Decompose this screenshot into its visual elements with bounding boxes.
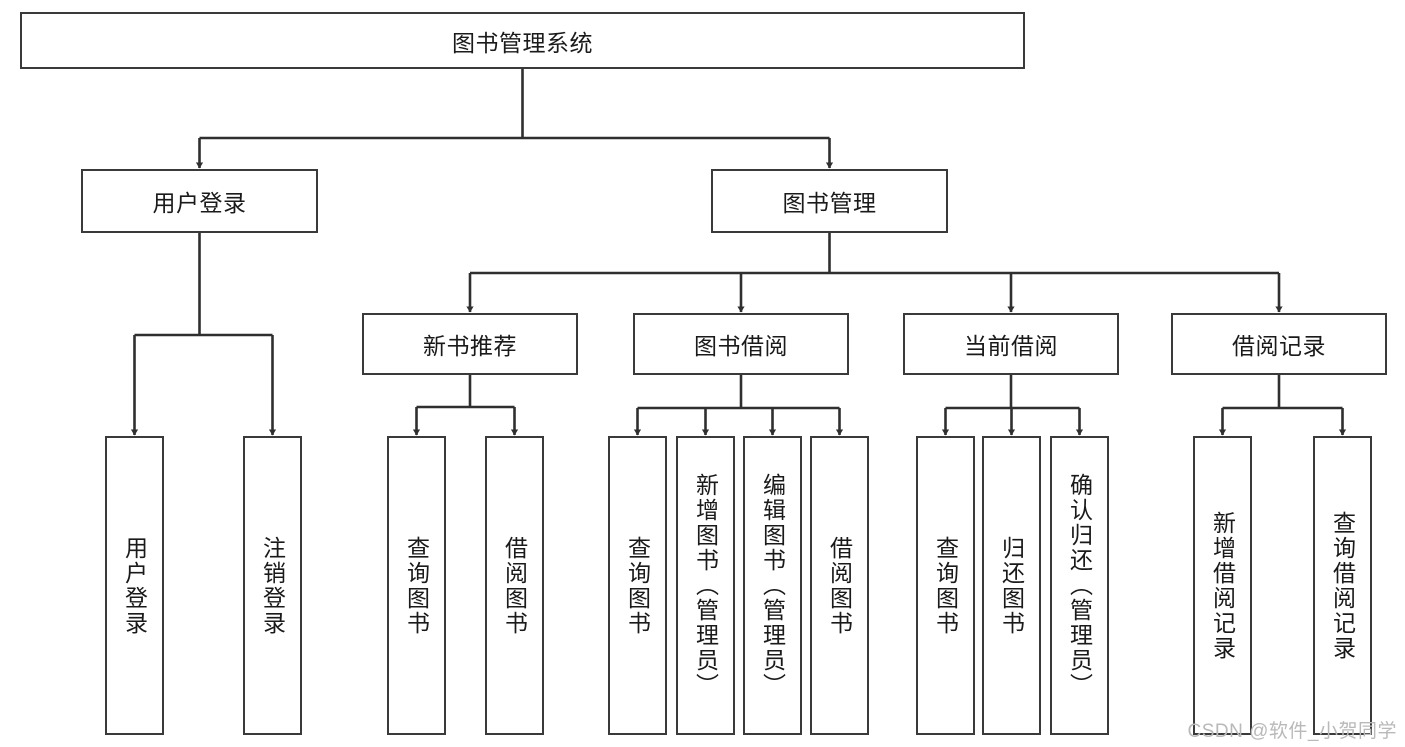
- node-label: 新书推荐: [423, 333, 517, 359]
- node-leaf-borrow-book-1[interactable]: 借阅图书: [485, 436, 544, 735]
- node-label: 用户登录: [121, 535, 148, 636]
- node-label: 查询图书: [624, 535, 651, 636]
- node-label: 新增图书（管理员）: [692, 473, 719, 698]
- node-new-book-rec[interactable]: 新书推荐: [362, 313, 578, 375]
- node-leaf-return-book[interactable]: 归还图书: [982, 436, 1041, 735]
- node-leaf-user-logout[interactable]: 注销登录: [243, 436, 302, 735]
- node-label: 图书管理系统: [452, 29, 593, 56]
- node-leaf-edit-book[interactable]: 编辑图书（管理员）: [743, 436, 802, 735]
- node-label: 借阅图书: [826, 535, 853, 636]
- node-label: 归还图书: [998, 535, 1025, 636]
- node-label: 编辑图书（管理员）: [759, 473, 786, 698]
- node-leaf-user-login[interactable]: 用户登录: [105, 436, 164, 735]
- node-leaf-query-book-3[interactable]: 查询图书: [916, 436, 975, 735]
- node-label: 图书借阅: [694, 333, 788, 359]
- node-label: 确认归还（管理员）: [1066, 473, 1093, 698]
- node-book-borrow[interactable]: 图书借阅: [633, 313, 849, 375]
- node-label: 借阅记录: [1232, 333, 1326, 359]
- node-root[interactable]: 图书管理系统: [20, 12, 1025, 69]
- node-book-manage[interactable]: 图书管理: [711, 169, 948, 233]
- node-leaf-query-book-2[interactable]: 查询图书: [608, 436, 667, 735]
- node-label: 借阅图书: [501, 535, 528, 636]
- node-label: 用户登录: [152, 190, 247, 216]
- node-leaf-borrow-book-2[interactable]: 借阅图书: [810, 436, 869, 735]
- node-leaf-confirm-return[interactable]: 确认归还（管理员）: [1050, 436, 1109, 735]
- node-label: 新增借阅记录: [1209, 510, 1236, 661]
- node-label: 图书管理: [782, 190, 877, 216]
- node-label: 查询图书: [403, 535, 430, 636]
- node-leaf-add-book[interactable]: 新增图书（管理员）: [676, 436, 735, 735]
- node-label: 注销登录: [259, 535, 286, 636]
- node-label: 查询借阅记录: [1329, 510, 1356, 661]
- node-borrow-record[interactable]: 借阅记录: [1171, 313, 1387, 375]
- node-leaf-query-record[interactable]: 查询借阅记录: [1313, 436, 1372, 735]
- node-leaf-add-record[interactable]: 新增借阅记录: [1193, 436, 1252, 735]
- node-label: 当前借阅: [964, 333, 1058, 359]
- node-current-borrow[interactable]: 当前借阅: [903, 313, 1119, 375]
- node-leaf-query-book-1[interactable]: 查询图书: [387, 436, 446, 735]
- node-user-login[interactable]: 用户登录: [81, 169, 318, 233]
- csdn-watermark: CSDN @软件_小贺同学: [1187, 721, 1397, 742]
- node-label: 查询图书: [932, 535, 959, 636]
